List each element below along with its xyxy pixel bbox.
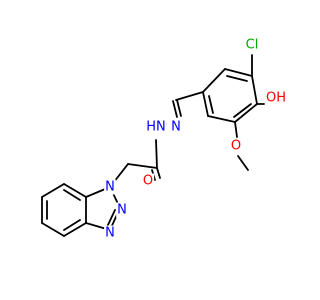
methoxy-oxygen-label: O [231, 139, 241, 154]
carbonyl-oxygen-label: O [143, 174, 153, 189]
bond [207, 115, 236, 123]
hydroxyl-label: OH [266, 91, 286, 106]
bond [155, 139, 158, 169]
bond [127, 163, 158, 169]
atom-label-background [104, 179, 116, 195]
chlorine-label: Cl [246, 38, 259, 53]
bond [224, 68, 253, 77]
atom-label-background [145, 119, 167, 135]
molecule-diagram: Cl OH O O HN N N N N [41, 37, 288, 241]
bond [208, 95, 214, 114]
bond [172, 100, 178, 118]
nh-label: HN [146, 120, 166, 135]
bond [202, 68, 226, 93]
bond [176, 99, 182, 117]
bond [106, 209, 116, 228]
bond [226, 75, 248, 82]
atom-label-background [244, 37, 260, 53]
atom-label-background [104, 225, 116, 241]
bond [237, 155, 249, 171]
bond [234, 121, 238, 138]
bond [63, 222, 87, 237]
bond [63, 183, 87, 198]
bond [251, 75, 258, 105]
imine-nitrogen-label: N [171, 120, 181, 135]
bond [233, 103, 252, 118]
bond [41, 222, 65, 237]
triazole-n1-label: N [105, 180, 115, 195]
atom-label-background [264, 90, 288, 106]
atom-label-background [229, 138, 243, 154]
atom-label-background [116, 202, 128, 218]
atom-labels: Cl OH O O HN N N N N [104, 37, 288, 241]
triazole-n2-label: N [117, 203, 127, 218]
bond [63, 189, 81, 201]
bond [41, 183, 65, 198]
bond [202, 91, 209, 117]
triazole-n3-label: N [105, 226, 115, 241]
atom-label-background [170, 119, 182, 135]
bond [63, 219, 81, 231]
bond [234, 103, 258, 123]
atom-label-background [141, 173, 155, 189]
bond [175, 91, 204, 101]
bond [156, 167, 161, 179]
